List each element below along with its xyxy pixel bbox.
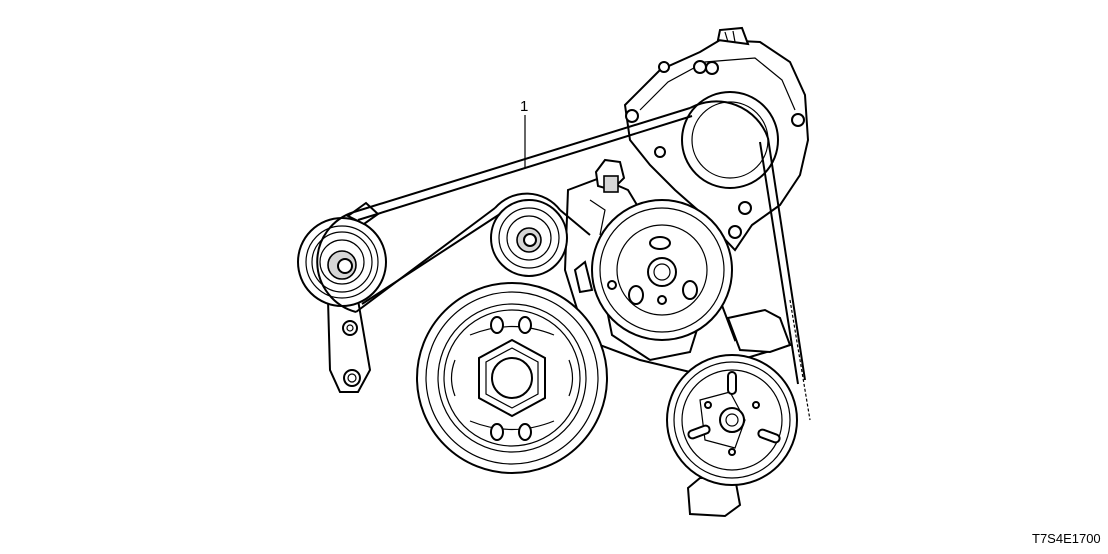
callout-1: 1: [520, 98, 528, 168]
idler-pulley: [490, 199, 568, 277]
crankshaft-pulley: [416, 282, 608, 474]
ac-compressor-pulley: [666, 354, 798, 518]
tensioner-arm: [326, 299, 372, 393]
tensioner-pulley: [297, 201, 387, 307]
drive-belt: [316, 100, 811, 421]
water-pump-pulley: [591, 199, 733, 341]
diagram-code: T7S4E1700: [1032, 531, 1101, 546]
callout-number-1: 1: [520, 98, 528, 115]
